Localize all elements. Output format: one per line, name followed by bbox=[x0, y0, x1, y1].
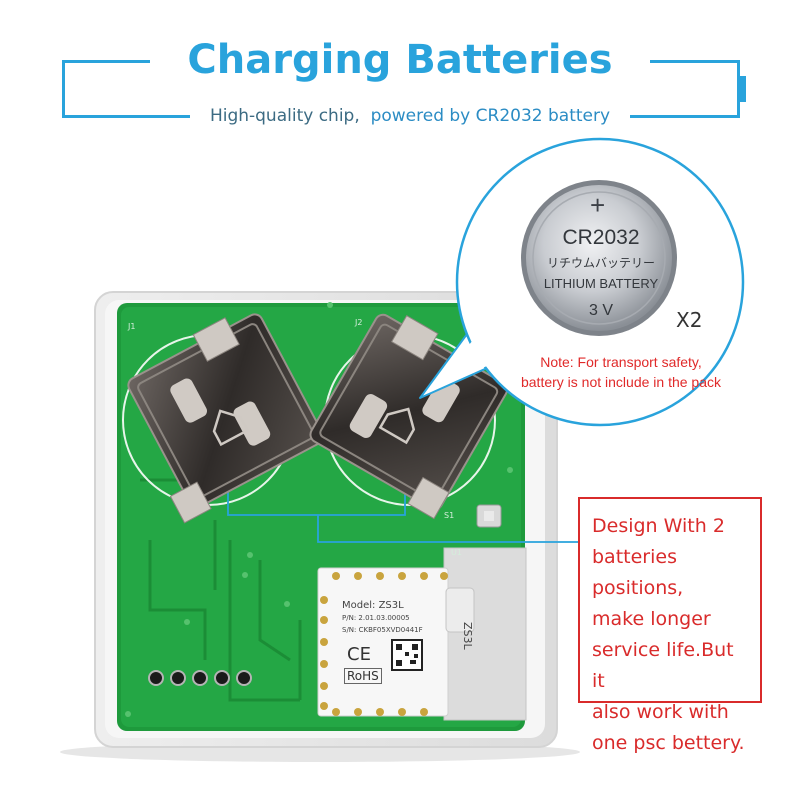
transport-note: Note: For transport safety, battery is n… bbox=[486, 352, 756, 392]
coin-plus-sign: + bbox=[590, 190, 606, 220]
silk-j1: J1 bbox=[128, 322, 136, 331]
qr-code bbox=[391, 639, 423, 671]
pin-header bbox=[148, 670, 252, 686]
cr2032-coin bbox=[521, 180, 677, 336]
frame-line-bottom-left bbox=[62, 115, 192, 118]
design-line-3: make longer bbox=[592, 608, 711, 630]
frame-line-right bbox=[737, 60, 740, 118]
coin-voltage-label: 3 V bbox=[588, 302, 613, 319]
design-line-5: also work with bbox=[592, 701, 729, 723]
page-subtitle: High-quality chip, powered by CR2032 bat… bbox=[190, 104, 630, 128]
header: Charging Batteries High-quality chip, po… bbox=[0, 0, 800, 140]
design-line-1: Design With 2 bbox=[592, 515, 725, 537]
coin-japanese-label: リチウムバッテリー bbox=[546, 256, 655, 270]
module-ce-mark: CE bbox=[347, 644, 371, 665]
module-sn-text: S/N: CKBF05XVD0441F bbox=[342, 626, 423, 634]
silk-u1: U1 bbox=[451, 548, 462, 557]
module-antenna-board bbox=[443, 547, 527, 721]
module-model-text: Model: ZS3L bbox=[342, 600, 404, 611]
design-callout-box: Design With 2 batteries positions, make … bbox=[578, 497, 762, 754]
module-chip-window bbox=[445, 587, 475, 633]
design-line-6: one psc bettery. bbox=[592, 732, 745, 754]
page-title: Charging Batteries bbox=[150, 34, 650, 86]
design-line-2: batteries positions, bbox=[592, 546, 684, 599]
subtitle-rest: powered by CR2032 battery bbox=[370, 106, 611, 126]
battery-terminal-icon bbox=[740, 76, 746, 102]
module-rohs-mark: RoHS bbox=[344, 668, 382, 684]
silk-j2: J2 bbox=[355, 318, 363, 327]
battery-quantity: X2 bbox=[676, 308, 703, 332]
frame-line-top-left bbox=[62, 60, 192, 63]
coin-type-label: LITHIUM BATTERY bbox=[543, 276, 659, 291]
design-line-4: service life.But it bbox=[592, 639, 734, 692]
module-side-label: ZS3L bbox=[461, 622, 474, 650]
module-castellations bbox=[320, 572, 448, 716]
module-pn-text: P/N: 2.01.03.00005 bbox=[342, 614, 410, 622]
coin-model-label: CR2032 bbox=[562, 226, 640, 249]
frame-line-left bbox=[62, 60, 65, 118]
silk-s1: S1 bbox=[444, 511, 455, 520]
subtitle-lead: High-quality chip, bbox=[209, 106, 360, 126]
battery-holder-left bbox=[127, 313, 325, 524]
transport-note-line2: battery is not include in the pack bbox=[520, 374, 721, 390]
zigbee-module bbox=[317, 567, 449, 717]
frame-line-top-right bbox=[612, 60, 740, 63]
transport-note-line1: Note: For transport safety, bbox=[540, 354, 702, 370]
frame-line-bottom-right bbox=[625, 115, 740, 118]
